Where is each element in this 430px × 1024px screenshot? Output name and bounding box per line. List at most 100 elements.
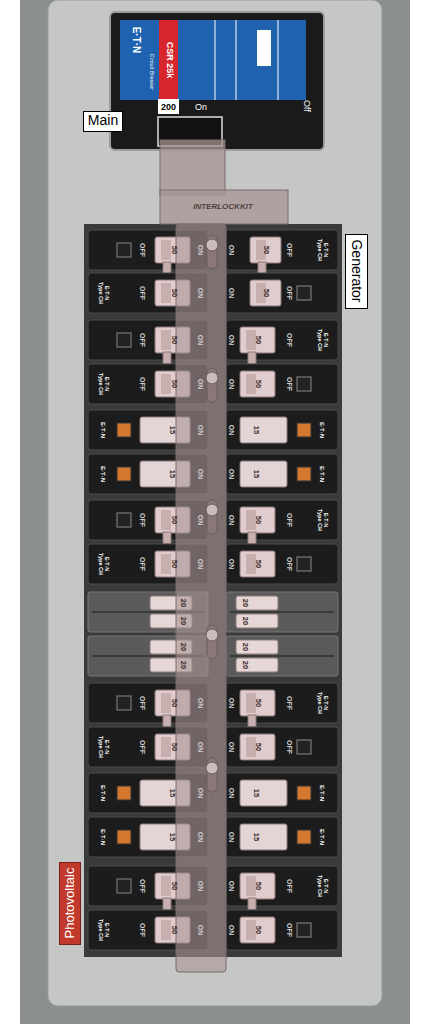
breaker-label: 20 <box>179 661 187 669</box>
breaker-label: 50 <box>170 336 178 344</box>
breaker-label: ON <box>228 425 235 436</box>
breaker-part <box>163 898 171 910</box>
breaker-part <box>297 286 311 300</box>
breaker-part <box>161 374 171 394</box>
breaker-label: ON <box>197 832 204 843</box>
breaker-part <box>248 352 256 364</box>
breaker-label: 15 <box>168 470 176 478</box>
breaker-part <box>163 352 171 364</box>
breaker-label: OFF <box>286 696 293 710</box>
breaker-label: OFF <box>286 879 293 893</box>
breaker-label: ON <box>228 788 235 799</box>
breaker-part <box>250 237 281 263</box>
breaker-label: 20 <box>241 661 249 669</box>
breaker-label: E·T·N <box>319 785 325 801</box>
breaker-part <box>240 417 287 443</box>
breaker-label: 50 <box>170 516 178 524</box>
breaker-label: ON <box>197 425 204 436</box>
breaker-part <box>117 243 131 257</box>
breaker-part <box>226 817 338 857</box>
tag-text: Main <box>88 113 118 128</box>
breaker-label: 20 <box>179 643 187 651</box>
breaker-part <box>297 923 311 937</box>
breaker-label: 50 <box>170 926 178 934</box>
breaker-part <box>240 461 287 487</box>
breaker-marking: Off <box>302 100 311 112</box>
breaker-label: 20 <box>179 599 187 607</box>
breaker-label: 50 <box>170 246 178 254</box>
breaker-part <box>240 917 275 943</box>
breaker-label: 20 <box>179 617 187 625</box>
breaker-part <box>297 740 311 754</box>
breaker-label: ON <box>228 515 235 526</box>
breaker-label: ON <box>228 379 235 390</box>
breaker-label: 50 <box>170 699 178 707</box>
breaker-label: E·T·N Type CH <box>98 550 109 578</box>
tag-text: Photovoltaic <box>63 868 77 939</box>
breaker-part <box>117 423 131 437</box>
breaker-label: OFF <box>139 377 146 391</box>
breaker-part <box>163 532 171 544</box>
breaker-label: OFF <box>139 333 146 347</box>
breaker-label: 50 <box>254 516 262 524</box>
breaker-label: E·T·N <box>319 466 325 482</box>
breaker-label: ON <box>197 469 204 480</box>
breaker-label: E·T·N <box>319 422 325 438</box>
breaker-label: OFF <box>139 696 146 710</box>
breaker-part <box>240 734 275 760</box>
breaker-part <box>236 614 278 628</box>
breaker-label: ON <box>228 469 235 480</box>
breaker-part <box>161 510 171 530</box>
breaker-label: OFF <box>286 243 293 257</box>
callout-tag: Photovoltaic <box>59 862 81 945</box>
breaker-part <box>250 280 281 306</box>
breaker-part <box>240 371 275 397</box>
breaker-label: ON <box>228 335 235 346</box>
breaker-label: E·T·N Type CH <box>98 916 109 944</box>
breaker-label: ON <box>197 698 204 709</box>
breaker-part <box>117 333 131 347</box>
breaker-label: 15 <box>168 426 176 434</box>
breaker-label: E·T·N Type CH <box>317 506 328 534</box>
breaker-label: OFF <box>286 286 293 300</box>
breaker-part <box>230 611 334 613</box>
breaker-label: 50 <box>262 289 270 297</box>
breaker-label: 50 <box>170 289 178 297</box>
breaker-label: 50 <box>262 246 270 254</box>
breaker-marking: INTERLOCKKIT <box>193 203 253 211</box>
breaker-label: E·T·N <box>100 785 106 801</box>
breaker-part <box>297 830 311 844</box>
breaker-label: ON <box>197 881 204 892</box>
breaker-label: OFF <box>286 377 293 391</box>
breaker-label: 20 <box>241 643 249 651</box>
breaker-label: 50 <box>254 699 262 707</box>
breaker-part <box>117 467 131 481</box>
breaker-label: OFF <box>139 557 146 571</box>
breaker-part <box>248 715 256 727</box>
breaker-part <box>161 920 171 940</box>
breaker-part <box>297 377 311 391</box>
breaker-label: ON <box>197 379 204 390</box>
breaker-part <box>226 773 338 813</box>
breaker-part <box>226 592 338 632</box>
breaker-part <box>226 636 338 676</box>
breaker-part <box>161 240 171 260</box>
breaker-label: ON <box>197 335 204 346</box>
breaker-label: 50 <box>254 882 262 890</box>
breaker-part <box>117 830 131 844</box>
breaker-label: 50 <box>170 882 178 890</box>
breaker-label: ON <box>228 742 235 753</box>
breaker-label: 20 <box>241 617 249 625</box>
breaker-label: OFF <box>286 333 293 347</box>
breaker-label: 50 <box>170 380 178 388</box>
breaker-part <box>226 727 338 767</box>
breaker-label: OFF <box>139 286 146 300</box>
breaker-part <box>236 658 278 672</box>
breaker-label: 15 <box>252 833 260 841</box>
breaker-part <box>226 273 338 313</box>
breaker-marking: Circuit Breaker <box>148 54 154 90</box>
tag-text: Generator <box>348 239 363 302</box>
breaker-marking: CSR 25k <box>165 42 174 79</box>
breaker-part <box>226 454 338 494</box>
breaker-label: 50 <box>254 560 262 568</box>
